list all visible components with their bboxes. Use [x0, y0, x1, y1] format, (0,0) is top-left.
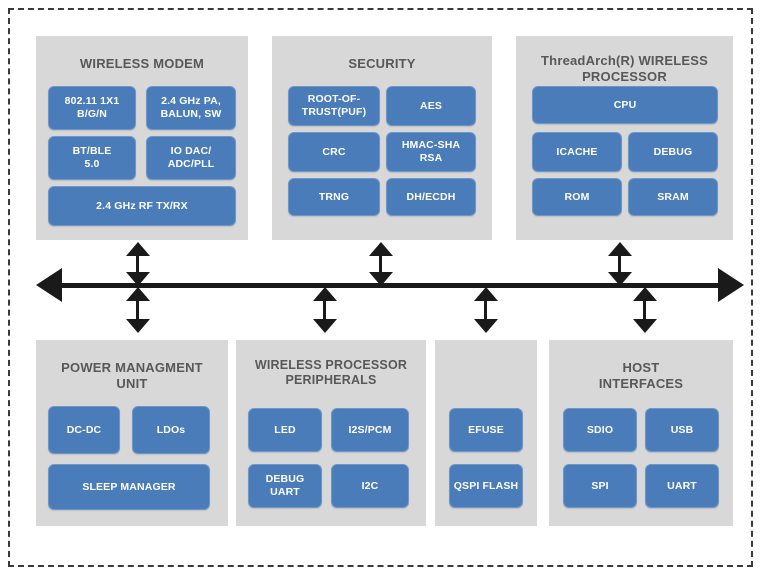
- connector-security-to-bus: [369, 242, 393, 286]
- tile-ldos[interactable]: LDOs: [132, 406, 210, 454]
- tile-usb[interactable]: USB: [645, 408, 719, 452]
- tile-24ghz-rf-tx-rx[interactable]: 2.4 GHz RF TX/RX: [48, 186, 236, 226]
- tile-uart[interactable]: UART: [645, 464, 719, 508]
- tile-bt-ble-50[interactable]: BT/BLE 5.0: [48, 136, 136, 180]
- connector-bus-to-power-managment-unit: [126, 287, 150, 333]
- tile-sdio[interactable]: SDIO: [563, 408, 637, 452]
- arrow-down-icon: [126, 319, 150, 333]
- arrow-up-icon: [474, 287, 498, 301]
- tile-led[interactable]: LED: [248, 408, 322, 452]
- arrow-down-icon: [313, 319, 337, 333]
- tile-i2c[interactable]: I2C: [331, 464, 409, 508]
- connector-wireless-modem-to-bus: [126, 242, 150, 286]
- tile-dc-dc[interactable]: DC-DC: [48, 406, 120, 454]
- arrow-down-icon: [633, 319, 657, 333]
- tile-cpu[interactable]: CPU: [532, 86, 718, 124]
- group-title-security: SECURITY: [348, 56, 416, 71]
- connector-bus-to-wireless-processor-peripherals: [313, 287, 337, 333]
- tile-qspi-flash[interactable]: QSPI FLASH: [449, 464, 523, 508]
- arrow-up-icon: [608, 242, 632, 256]
- connector-bus-to-host-interfaces: [633, 287, 657, 333]
- arrow-down-icon: [474, 319, 498, 333]
- group-title-wireless-processor-peripherals: WIRELESS PROCESSOR PERIPHERALS: [254, 358, 408, 388]
- tile-efuse[interactable]: EFUSE: [449, 408, 523, 452]
- tile-spi[interactable]: SPI: [563, 464, 637, 508]
- tile-sleep-manager[interactable]: SLEEP MANAGER: [48, 464, 210, 510]
- arrow-up-icon: [369, 242, 393, 256]
- tile-24ghz-pa-balun-sw[interactable]: 2.4 GHz PA, BALUN, SW: [146, 86, 236, 130]
- group-title-power-managment-unit: POWER MANAGMENT UNIT: [61, 360, 203, 391]
- bus-arrow-right-icon: [718, 268, 744, 302]
- arrow-down-icon: [608, 272, 632, 286]
- tile-80211-1x1-bgn[interactable]: 802.11 1X1 B/G/N: [48, 86, 136, 130]
- tile-aes[interactable]: AES: [386, 86, 476, 126]
- tile-io-dac-adc-pll[interactable]: IO DAC/ ADC/PLL: [146, 136, 236, 180]
- group-title-wireless-modem: WIRELESS MODEM: [79, 56, 205, 71]
- tile-i2s-pcm[interactable]: I2S/PCM: [331, 408, 409, 452]
- arrow-down-icon: [126, 272, 150, 286]
- arrow-up-icon: [126, 287, 150, 301]
- connector-bus-to-memory-fuse: [474, 287, 498, 333]
- tile-sram[interactable]: SRAM: [628, 178, 718, 216]
- connector-threadarch-to-bus: [608, 242, 632, 286]
- tile-trng[interactable]: TRNG: [288, 178, 380, 216]
- group-title-threadarch-wireless-processor: ThreadArch(R) WIRELESS PROCESSOR: [541, 53, 708, 84]
- tile-hmac-sha-rsa[interactable]: HMAC-SHA RSA: [386, 132, 476, 172]
- tile-dh-ecdh[interactable]: DH/ECDH: [386, 178, 476, 216]
- tile-rom[interactable]: ROM: [532, 178, 622, 216]
- group-title-host-interfaces: HOST INTERFACES: [598, 360, 684, 391]
- arrow-up-icon: [633, 287, 657, 301]
- tile-debug[interactable]: DEBUG: [628, 132, 718, 172]
- tile-debug-uart[interactable]: DEBUG UART: [248, 464, 322, 508]
- bus-arrow-left-icon: [36, 268, 62, 302]
- tile-icache[interactable]: ICACHE: [532, 132, 622, 172]
- arrow-down-icon: [369, 272, 393, 286]
- tile-crc[interactable]: CRC: [288, 132, 380, 172]
- tile-root-of-trust-puf[interactable]: ROOT-OF- TRUST(PUF): [288, 86, 380, 126]
- arrow-up-icon: [126, 242, 150, 256]
- arrow-up-icon: [313, 287, 337, 301]
